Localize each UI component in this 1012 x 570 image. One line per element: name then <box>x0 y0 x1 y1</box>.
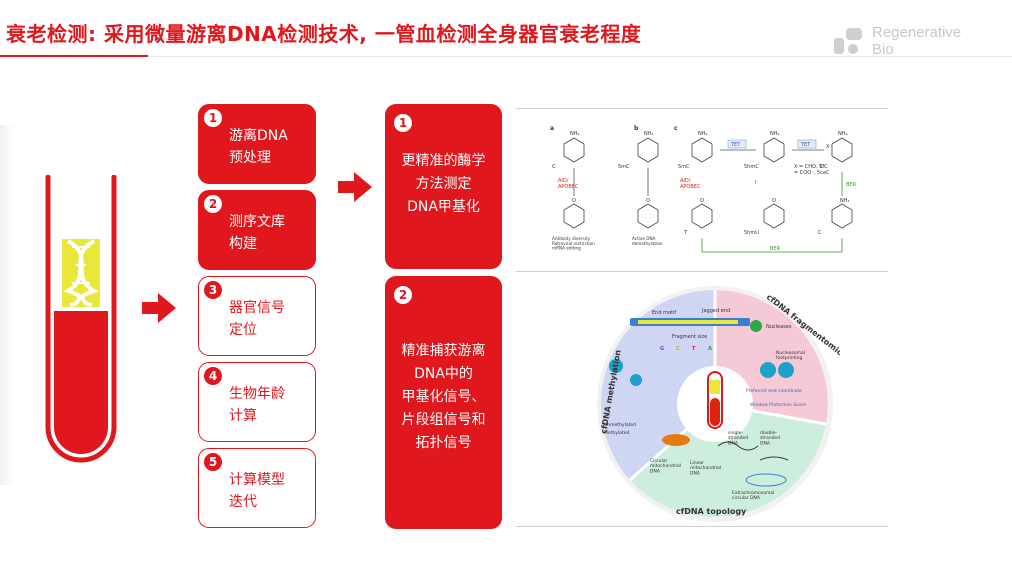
label-jagged-end: Jagged end <box>701 308 730 314</box>
regenerative-bio-logo: Regenerative Bio <box>832 24 1002 64</box>
label-o: O <box>772 198 776 204</box>
label-wps: Window Protection Score <box>750 402 806 408</box>
method-card-1: 1 更精准的酶学 方法测定 DNA甲基化 <box>385 104 502 269</box>
label-5hmc: 5hmC <box>744 164 759 170</box>
arrow-right-icon <box>142 293 176 323</box>
method-label: 精准捕获游离 DNA中的 甲基化信号、 片段组信号和 拓扑信号 <box>401 343 486 451</box>
methylation-chemistry-figure: a b c NH₂ NH₂ NH₂ NH₂ NH₂ O O O O NH₂ C … <box>550 125 857 253</box>
logo-text: Regenerative Bio <box>872 24 961 58</box>
label-nh2: NH₂ <box>838 131 848 137</box>
base-t: T <box>692 346 696 352</box>
label-nh2: NH₂ <box>840 198 850 204</box>
method-number: 2 <box>394 286 412 304</box>
enzyme-aid: AID/APOBEC <box>558 178 579 190</box>
step-number: 2 <box>204 195 222 213</box>
label-c: C <box>820 164 824 170</box>
step-card-2: 2 测序文库 构建 <box>198 190 316 270</box>
label-unmethylated: Unmethylated <box>604 422 636 428</box>
step-number: 4 <box>204 367 222 385</box>
step-label: 器官信号 定位 <box>229 300 285 338</box>
label-end-motif: End motif <box>652 310 676 316</box>
method-card-2: 2 精准捕获游离 DNA中的 甲基化信号、 片段组信号和 拓扑信号 <box>385 276 502 529</box>
base-a: A <box>708 346 712 352</box>
enzyme-ber: BER <box>846 182 857 188</box>
title-accent-bar <box>0 55 148 57</box>
label-topology: cfDNA topology <box>676 507 747 516</box>
label-5hmu: 5hmU <box>744 230 759 236</box>
logo-line1: Regenerative <box>872 24 962 41</box>
cfdna-circle-figure: End motif Jagged end Nucleases Fragment … <box>597 286 840 522</box>
figure-top-rule <box>516 108 888 109</box>
label-o: O <box>700 198 704 204</box>
label-fragment-size: Fragment size <box>672 334 707 340</box>
left-edge-shade <box>0 125 14 485</box>
label-nh2: NH₂ <box>698 131 708 137</box>
enzyme-ber: BER <box>770 246 781 252</box>
step-card-1: 1 游离DNA 预处理 <box>198 104 316 184</box>
logo-line2: Bio <box>872 41 894 58</box>
label-5mc: 5mC <box>678 164 690 170</box>
label-nh2: NH₂ <box>770 131 780 137</box>
label-5mc: 5mC <box>618 164 630 170</box>
dna-helix-icon <box>62 239 100 307</box>
label-o: O <box>572 198 576 204</box>
question-mark: ? <box>754 180 757 186</box>
panel-label-a: a <box>550 125 554 132</box>
method-number: 1 <box>394 114 412 132</box>
step-label: 游离DNA 预处理 <box>229 128 288 166</box>
panel-label-b: b <box>634 125 639 132</box>
label-c: C <box>818 230 822 236</box>
figure-middle-rule <box>516 271 888 272</box>
step-label: 生物年龄 计算 <box>229 386 285 424</box>
label-nh2: NH₂ <box>644 131 654 137</box>
label-nh2: NH₂ <box>570 131 580 137</box>
label-preferred-end: Preferred end coordinate <box>746 388 802 394</box>
step-card-5: 5 计算模型 迭代 <box>198 448 316 528</box>
step-number: 3 <box>204 281 222 299</box>
base-c: C <box>676 346 680 352</box>
arrow-right-icon <box>338 172 372 202</box>
label-o: O <box>646 198 650 204</box>
enzyme-aid: AID/APOBEC <box>680 178 701 190</box>
enzyme-tet: TET <box>800 142 811 148</box>
logo-mark-icon <box>834 28 862 54</box>
panel-label-c: c <box>674 125 678 132</box>
method-label: 更精准的酶学 方法测定 DNA甲基化 <box>401 153 486 215</box>
step-label: 测序文库 构建 <box>229 214 285 252</box>
label-nucleases: Nucleases <box>766 324 792 330</box>
step-card-4: 4 生物年龄 计算 <box>198 362 316 442</box>
step-label: 计算模型 迭代 <box>229 472 285 510</box>
figure-bottom-rule <box>516 526 888 527</box>
step-number: 1 <box>204 109 222 127</box>
label-c: C <box>552 164 556 170</box>
x-note: X = CHO, 5fC= COO⁻, 5caC <box>794 164 830 176</box>
base-g: G <box>660 346 664 352</box>
step-card-3: 3 器官信号 定位 <box>198 276 316 356</box>
title-divider <box>0 56 1012 57</box>
label-t: T <box>683 230 688 236</box>
page-title: 衰老检测: 采用微量游离DNA检测技术, 一管血检测全身器官衰老程度 <box>6 22 642 46</box>
label-x: X <box>826 144 830 150</box>
step-number: 5 <box>204 453 222 471</box>
enzyme-tet: TET <box>730 142 741 148</box>
test-tube-icon <box>45 175 117 463</box>
label-methylated: Methylated <box>604 430 629 436</box>
